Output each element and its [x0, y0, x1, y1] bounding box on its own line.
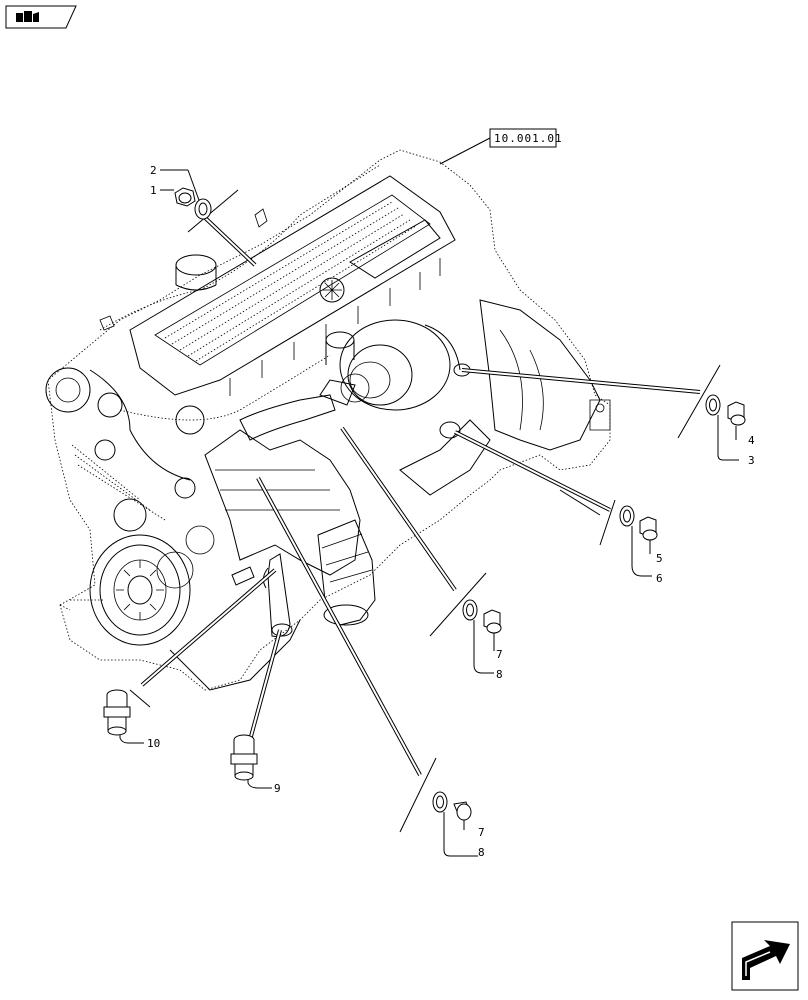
callout-8-upper: 8 [496, 668, 503, 681]
reference-label: 10.001.01 [494, 132, 563, 145]
part-3-washer[interactable] [705, 394, 721, 416]
reference-box[interactable]: 10.001.01 [489, 128, 563, 148]
part-7-plug-upper[interactable] [483, 609, 502, 634]
callout-4: 4 [748, 434, 755, 447]
part-6-washer[interactable] [619, 505, 635, 527]
engine-illustration [45, 149, 611, 691]
part-4-plug[interactable] [727, 401, 746, 426]
callout-3: 3 [748, 454, 755, 467]
callout-7-lower: 7 [478, 826, 485, 839]
part-2-washer[interactable] [194, 198, 212, 220]
callout-8-lower: 8 [478, 846, 485, 859]
part-7-plug-lower[interactable] [453, 801, 472, 821]
next-page-arrow-icon[interactable] [731, 921, 799, 991]
callout-labels: 1 2 3 4 5 6 7 8 9 10 7 8 [147, 164, 755, 859]
part-9-fitting[interactable] [230, 734, 258, 781]
part-5-plug[interactable] [639, 516, 658, 541]
leader-lines [129, 169, 721, 833]
callout-2: 2 [150, 164, 157, 177]
callout-6: 6 [656, 572, 663, 585]
part-8-washer-upper[interactable] [462, 599, 478, 621]
part-8-washer-lower[interactable] [432, 791, 448, 813]
callout-5: 5 [656, 552, 663, 565]
callout-10: 10 [147, 737, 160, 750]
part-10-fitting[interactable] [103, 689, 131, 736]
callout-7-upper: 7 [496, 648, 503, 661]
part-1-hex-plug[interactable] [174, 187, 196, 207]
book-manual-icon[interactable] [5, 5, 77, 29]
callout-9: 9 [274, 782, 281, 795]
callout-1: 1 [150, 184, 157, 197]
